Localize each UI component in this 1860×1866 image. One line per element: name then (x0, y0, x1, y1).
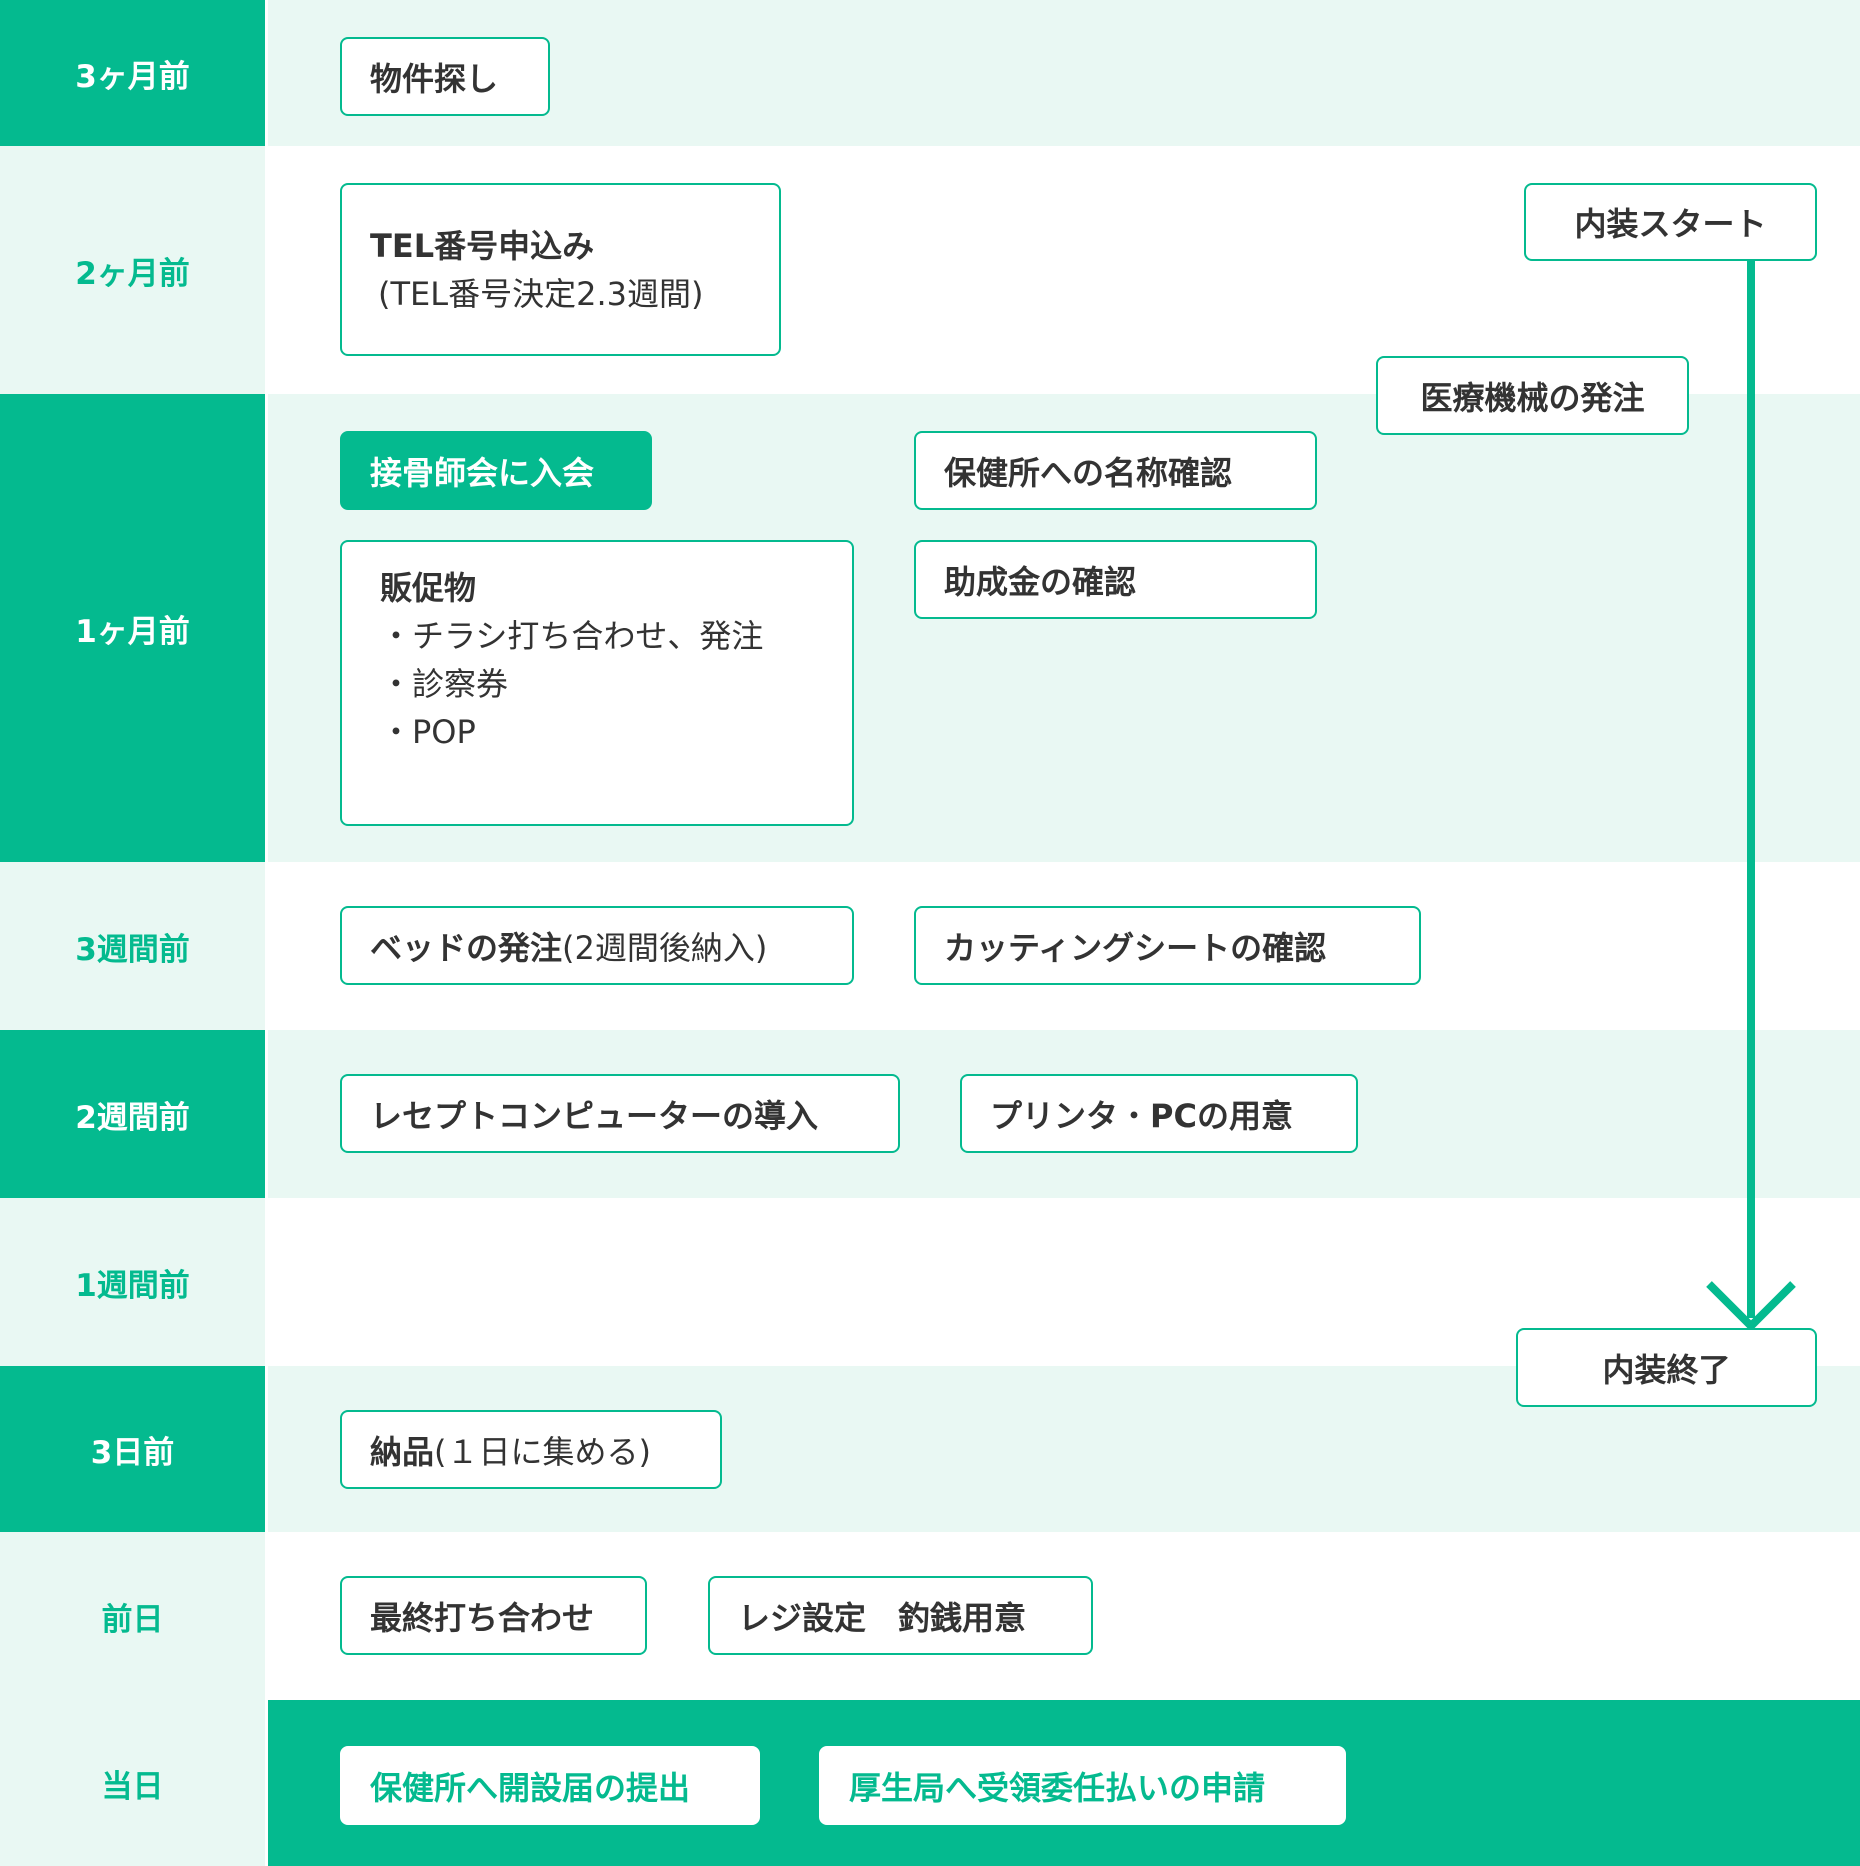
task-rece: レセプトコンピューターの導入 (340, 1074, 900, 1153)
task-label: 最終打ち合わせ (370, 1598, 595, 1637)
row-1-week: 1週間前 (0, 1198, 1860, 1366)
row-1-month: 1ヶ月前 接骨師会に入会 保健所への名称確認 販促物 ・チラシ打ち合わせ、発注 … (0, 394, 1860, 862)
task-title: ベッドの発注 (370, 928, 563, 967)
arrow-head (1706, 1281, 1796, 1332)
row-label: 2ヶ月前 (0, 146, 265, 394)
task-item: ・POP (380, 713, 476, 751)
task-label: 厚生局へ受領委任払いの申請 (849, 1768, 1266, 1807)
row-3-months: 3ヶ月前 物件探し (0, 0, 1860, 146)
task-note: (１日に集める) (434, 1432, 651, 1471)
task-label: 保健所への名称確認 (944, 453, 1233, 492)
task-label: 医療機械の発注 (1420, 378, 1645, 417)
task-joseikin: 助成金の確認 (914, 540, 1317, 619)
row-label: 3ヶ月前 (0, 0, 265, 146)
task-label: 接骨師会に入会 (370, 453, 595, 492)
task-label: レセプトコンピューターの導入 (370, 1096, 819, 1135)
task-label: カッティングシートの確認 (944, 928, 1327, 967)
row-label: 2週間前 (0, 1030, 265, 1198)
row-content: 接骨師会に入会 保健所への名称確認 販促物 ・チラシ打ち合わせ、発注 ・診察券 … (268, 394, 1860, 862)
task-label: 内装スタート (1574, 205, 1767, 243)
row-day-before: 前日 最終打ち合わせ レジ設定 釣銭用意 (0, 1532, 1860, 1700)
task-sekkotsu: 接骨師会に入会 (340, 431, 652, 510)
task-printer: プリンタ・PCの用意 (960, 1074, 1358, 1153)
row-day-of: 当日 保健所へ開設届の提出 厚生局へ受領委任払いの申請 (0, 1700, 1860, 1866)
task-label: レジ設定 釣銭用意 (738, 1598, 1027, 1637)
task-hansoku: 販促物 ・チラシ打ち合わせ、発注 ・診察券 ・POP (340, 540, 854, 826)
row-label: 3日前 (0, 1366, 265, 1532)
task-item: ・チラシ打ち合わせ、発注 (380, 617, 764, 655)
task-title: 販促物 (380, 569, 477, 607)
task-reji: レジ設定 釣銭用意 (708, 1576, 1093, 1655)
task-cutting: カッティングシートの確認 (914, 906, 1421, 985)
row-2-weeks: 2週間前 レセプトコンピューターの導入 プリンタ・PCの用意 (0, 1030, 1860, 1198)
task-label: 物件探し (370, 59, 499, 98)
row-label: 当日 (0, 1700, 265, 1866)
task-hokenjo-meisho: 保健所への名称確認 (914, 431, 1317, 510)
task-label: 内装終了 (1602, 1350, 1731, 1389)
row-content: 保健所へ開設届の提出 厚生局へ受領委任払いの申請 (268, 1700, 1860, 1866)
task-title: 納品 (370, 1432, 435, 1471)
task-iryou-kikai: 医療機械の発注 (1376, 356, 1689, 435)
task-separator: ・ (1118, 1096, 1151, 1135)
task-bed: ベッドの発注 (2週間後納入) (340, 906, 854, 985)
task-tel: TEL番号申込み (TEL番号決定2.3週間) (340, 183, 781, 356)
task-label-a: プリンタ (990, 1096, 1119, 1135)
row-3-weeks: 3週間前 ベッドの発注 (2週間後納入) カッティングシートの確認 (0, 862, 1860, 1030)
task-naisou-end: 内装終了 (1516, 1328, 1817, 1407)
row-content: 物件探し (268, 0, 1860, 146)
task-bukken: 物件探し (340, 37, 550, 116)
task-note: (2週間後納入) (562, 928, 768, 967)
task-note: (TEL番号決定2.3週間) (378, 274, 704, 313)
task-kouseikyoku: 厚生局へ受領委任払いの申請 (819, 1746, 1346, 1825)
task-item: ・診察券 (380, 665, 509, 703)
task-nouhin: 納品(１日に集める) (340, 1410, 722, 1489)
row-content: レセプトコンピューターの導入 プリンタ・PCの用意 (268, 1030, 1860, 1198)
task-label: 保健所へ開設届の提出 (370, 1768, 691, 1807)
task-title: TEL番号申込み (370, 226, 595, 265)
row-label: 前日 (0, 1532, 265, 1700)
task-naisou-start: 内装スタート (1524, 183, 1817, 261)
row-content: 最終打ち合わせ レジ設定 釣銭用意 (268, 1532, 1860, 1700)
row-label: 1ヶ月前 (0, 394, 265, 862)
task-saishu: 最終打ち合わせ (340, 1576, 647, 1655)
row-content: ベッドの発注 (2週間後納入) カッティングシートの確認 (268, 862, 1860, 1030)
row-label: 1週間前 (0, 1198, 265, 1366)
task-hokenjo-kaisetsu: 保健所へ開設届の提出 (340, 1746, 760, 1825)
task-label: 助成金の確認 (944, 562, 1137, 601)
row-label: 3週間前 (0, 862, 265, 1030)
task-label-b: PCの用意 (1150, 1096, 1293, 1135)
